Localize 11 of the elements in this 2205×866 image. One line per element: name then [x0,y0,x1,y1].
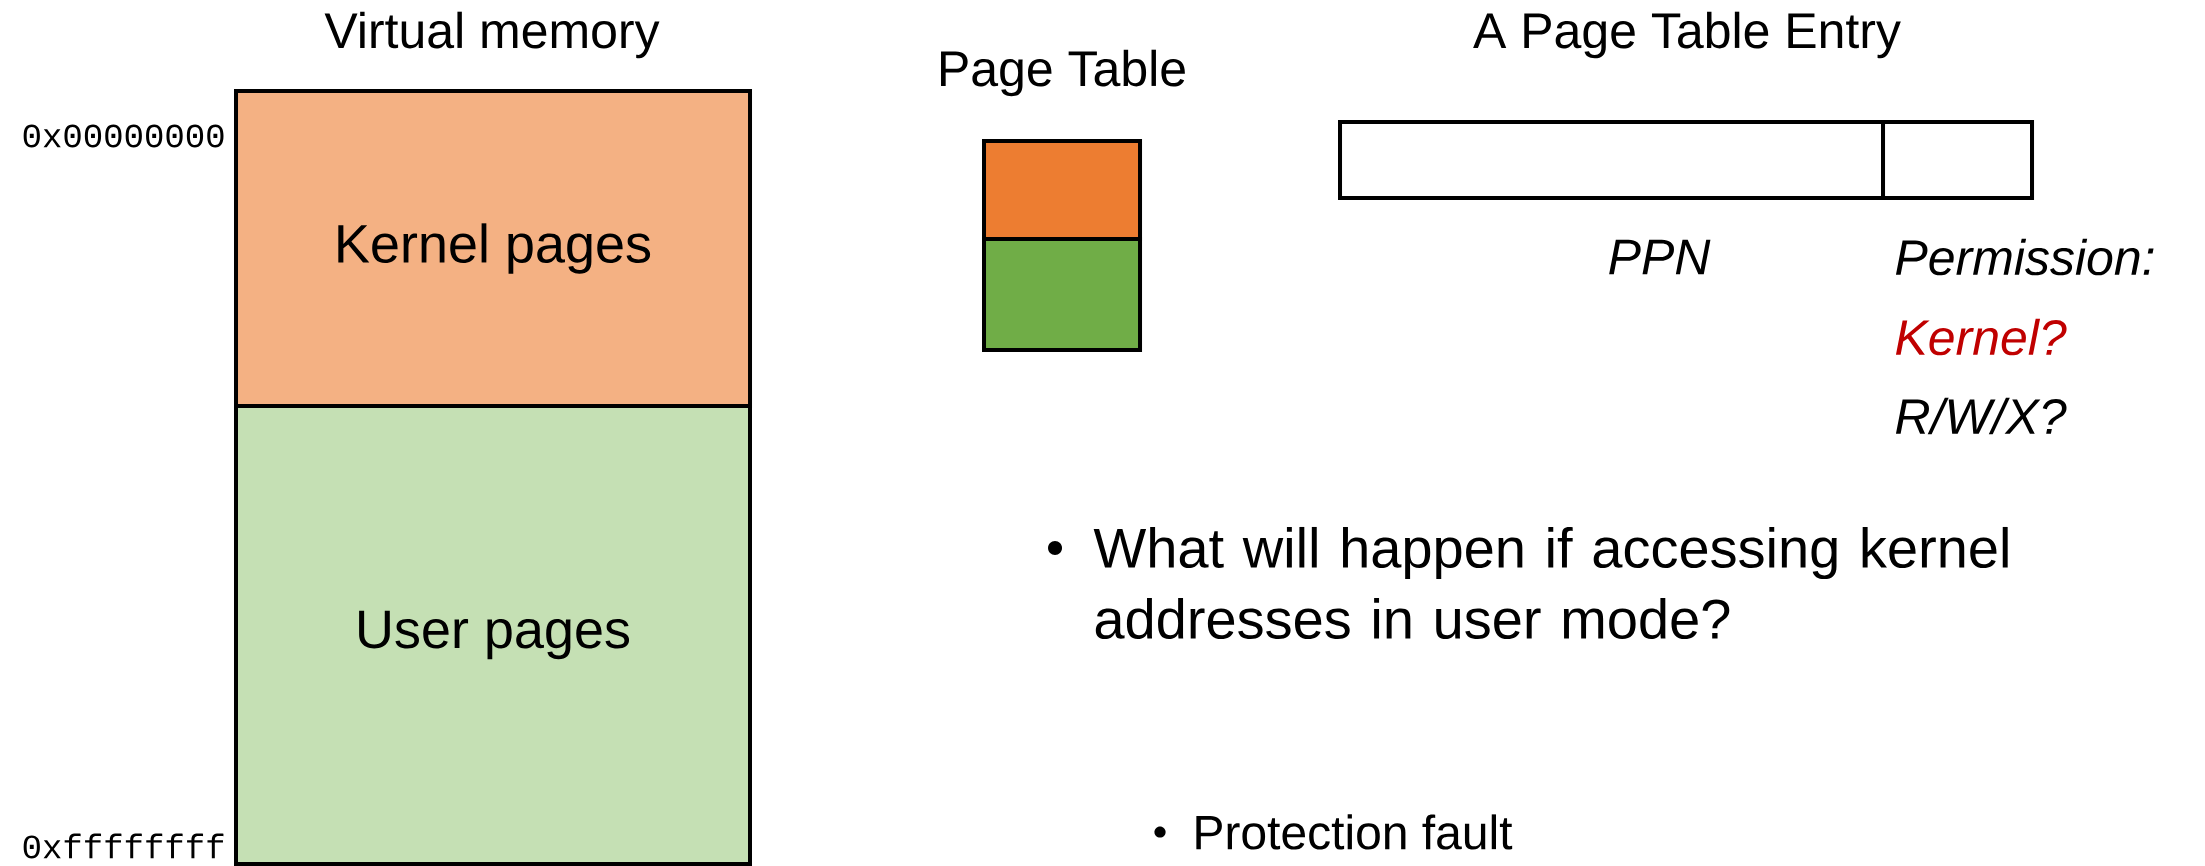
bullet-point: Protection fault [1154,814,1513,850]
node-label: PPN [1609,239,1711,275]
node-label: 0xffffffff [23,833,224,859]
node-label: Page Table [941,49,1185,97]
node-label: Kernel? [1895,318,2067,356]
bullet-point: What will happen if accessing kernel addresses in user mode? [1048,526,2008,640]
node-label: 0x00000000 [23,124,224,148]
node-label: Permission: [1895,238,2154,276]
node-label: R/W/X? [1895,397,2067,435]
node-label: Virtual memory [324,11,660,59]
node-label: A Page Table Entry [1473,11,1901,59]
